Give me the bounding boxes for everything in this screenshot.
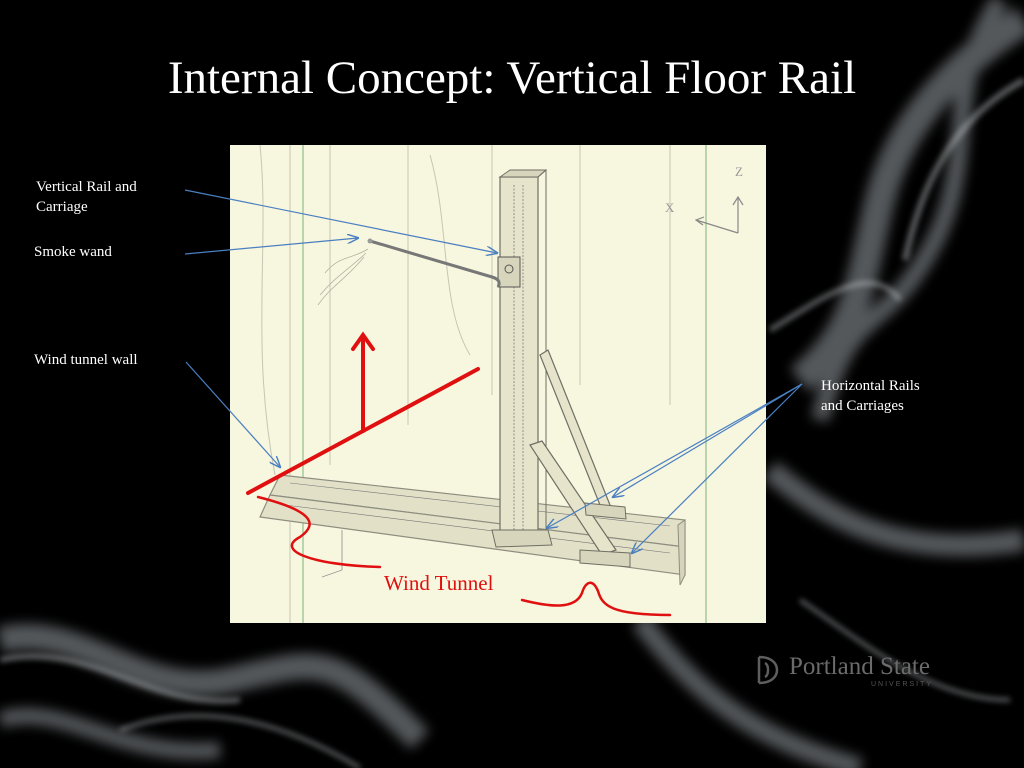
vertical-rail-label: Vertical Rail and Carriage	[36, 177, 137, 217]
logo-name: Portland State	[789, 653, 930, 680]
vertical-rail-label-line2: Carriage	[36, 199, 88, 215]
logo-emblem-icon	[757, 655, 779, 685]
horizontal-rails-label: Horizontal Rails and Carriages	[821, 376, 920, 416]
smoke-wand-label: Smoke wand	[34, 244, 112, 260]
slide-title: Internal Concept: Vertical Floor Rail	[167, 52, 857, 104]
wind-tunnel-annotation: Wind Tunnel	[384, 571, 494, 595]
university-logo: Portland State UNIVERSITY	[735, 645, 965, 700]
horizontal-rails-label-line1: Horizontal Rails	[821, 378, 920, 394]
wind-tunnel-wall-label: Wind tunnel wall	[34, 352, 138, 368]
logo-subtitle: UNIVERSITY	[871, 681, 934, 688]
axis-x-label: X	[665, 200, 675, 215]
horizontal-rails-label-line2: and Carriages	[821, 398, 904, 414]
vertical-rail-label-line1: Vertical Rail and	[36, 179, 137, 195]
axis-z-label: Z	[735, 164, 743, 179]
sketch-illustration: Z X	[230, 145, 766, 623]
